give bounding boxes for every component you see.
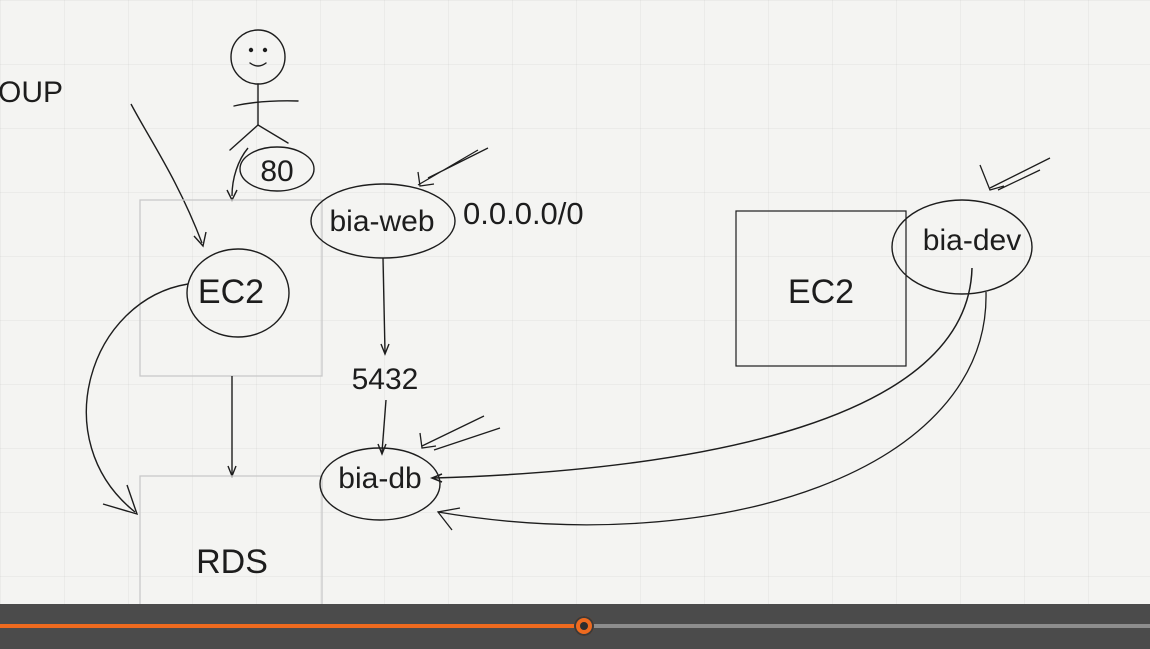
web-to-db-arrow-upper	[382, 257, 386, 353]
port-5432-label: 5432	[352, 363, 419, 396]
ec2-left-circle	[186, 248, 290, 338]
group-title-fragment: OUP	[0, 76, 63, 109]
sg-dev-bubble	[891, 199, 1033, 295]
sg-dev-check-icon	[979, 157, 1051, 191]
rds-box	[139, 475, 323, 604]
group-arrow	[130, 103, 203, 244]
ec2-right-box	[735, 210, 907, 367]
progress-bar[interactable]	[0, 616, 1150, 636]
web-to-db-arrowhead-upper	[380, 343, 390, 356]
architecture-diagram: OUP 80 EC2 RDS bia-web 0.0.0.0/0 5432 bi…	[0, 29, 1051, 604]
ec2-left-label: EC2	[198, 273, 264, 311]
port-80-bubble	[239, 146, 315, 192]
sg-db-check-icon	[419, 415, 501, 451]
sg-db-bubble	[319, 447, 441, 521]
stick-figure-user-icon	[229, 29, 299, 151]
ec2-left-box	[139, 199, 323, 377]
whiteboard-canvas: OUP 80 EC2 RDS bia-web 0.0.0.0/0 5432 bi…	[0, 0, 1150, 604]
dev-to-db-arrowhead	[429, 473, 443, 483]
video-player-controls	[0, 604, 1150, 649]
sg-dev-label: bia-dev	[923, 224, 1021, 257]
group-arrowhead	[193, 231, 207, 248]
cidr-label: 0.0.0.0/0	[463, 196, 584, 231]
sg-db-label: bia-db	[338, 462, 421, 495]
port-80-label: 80	[260, 155, 293, 188]
web-to-db-arrow-lower	[381, 399, 387, 453]
ec2-rds-curve	[85, 283, 189, 513]
sg-web-check-icon	[417, 147, 489, 187]
progress-handle[interactable]	[574, 616, 595, 636]
progress-fill	[0, 624, 585, 628]
dev-to-db-arrow	[433, 267, 973, 479]
rds-label: RDS	[196, 543, 268, 581]
ec2-rds-curve-arrowhead	[102, 484, 139, 516]
http-arrow	[231, 147, 249, 197]
sg-web-label: bia-web	[329, 205, 434, 238]
dev-return-arrowhead	[436, 507, 461, 531]
dev-return-curve	[437, 291, 987, 526]
ec2-right-label: EC2	[788, 273, 854, 311]
